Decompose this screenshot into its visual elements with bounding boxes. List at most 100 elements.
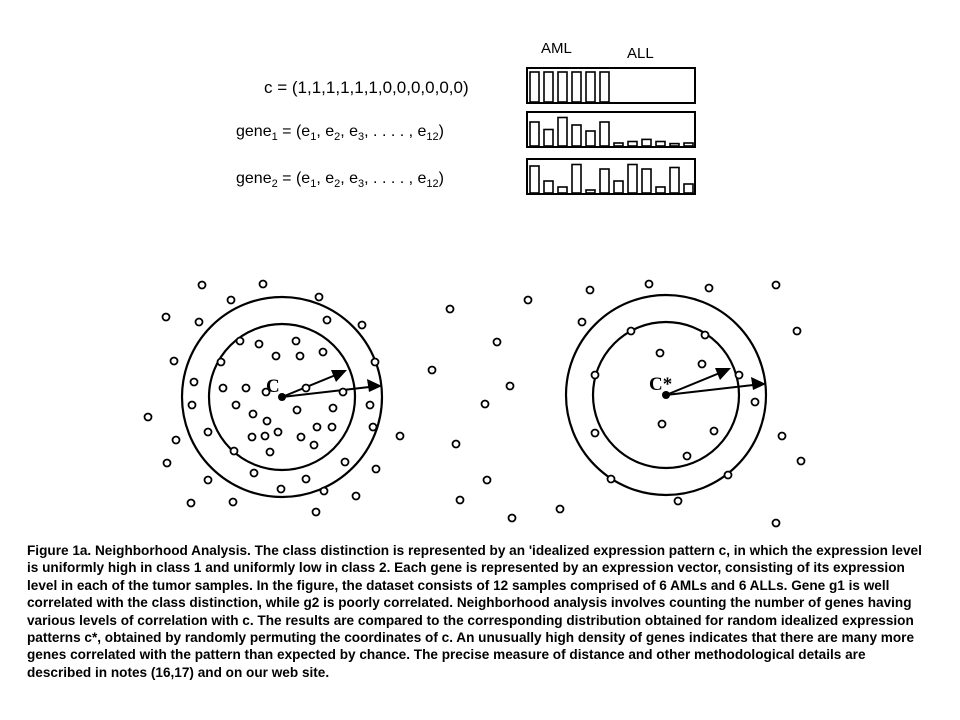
gene-point — [203, 427, 213, 437]
gene-point — [292, 405, 302, 415]
expression-bar — [669, 166, 680, 194]
gene-point — [723, 470, 733, 480]
gene-point — [261, 387, 271, 397]
gene-point — [682, 451, 692, 461]
gene-point — [319, 486, 329, 496]
expression-bar — [543, 71, 554, 103]
panel-random-pattern: C* — [564, 293, 768, 497]
gene-point — [792, 326, 802, 336]
gene-point — [171, 435, 181, 445]
gene-point — [338, 387, 348, 397]
gene-point — [657, 419, 667, 429]
expression-bar — [557, 186, 568, 194]
gene-point — [162, 458, 172, 468]
expression-bar — [543, 128, 554, 147]
neighborhood-analysis-figure: AML ALL c = (1,1,1,1,1,1,0,0,0,0,0,0) ge… — [143, 40, 806, 528]
expression-bar — [627, 140, 638, 147]
expression-bar — [599, 71, 610, 103]
expression-bar — [585, 130, 596, 147]
gene-point — [328, 403, 338, 413]
gene-point — [796, 456, 806, 466]
gene-point — [445, 304, 455, 314]
gene-point — [260, 431, 270, 441]
gene-point — [203, 475, 213, 485]
gene-point — [697, 359, 707, 369]
center-point — [278, 393, 286, 401]
gene-point — [322, 315, 332, 325]
gene-point — [301, 474, 311, 484]
gene-point — [226, 295, 236, 305]
gene-point — [482, 475, 492, 485]
outer-neighborhood-circle — [564, 293, 768, 497]
expression-bar — [683, 183, 694, 194]
gene-point — [273, 427, 283, 437]
gene-point — [777, 431, 787, 441]
gene-point — [590, 428, 600, 438]
bar-box-3 — [526, 158, 696, 195]
radius-arrow-outer — [665, 383, 763, 396]
gene-point — [368, 422, 378, 432]
figure-caption: Figure 1a. Neighborhood Analysis. The cl… — [27, 543, 922, 680]
panel-actual-pattern: C — [180, 295, 384, 499]
center-point — [662, 391, 670, 399]
gene-point — [197, 280, 207, 290]
gene-point — [161, 312, 171, 322]
radius-arrow-inner — [665, 369, 728, 396]
gene-point — [371, 464, 381, 474]
gene-point — [169, 356, 179, 366]
gene-point — [301, 383, 311, 393]
expression-bar — [599, 121, 610, 147]
expression-bar-boxes — [526, 67, 696, 195]
expression-bar — [655, 186, 666, 194]
center-label-c-star: C* — [649, 374, 672, 395]
radius-arrow-outer — [281, 385, 379, 398]
gene-point — [291, 336, 301, 346]
expression-bar — [571, 71, 582, 103]
gene-point — [311, 507, 321, 517]
gene-point — [370, 357, 380, 367]
gene-point — [271, 351, 281, 361]
expression-bar — [529, 71, 540, 103]
gene-point — [314, 292, 324, 302]
aml-label: AML — [541, 40, 572, 57]
gene-point — [247, 432, 257, 442]
gene-point — [365, 400, 375, 410]
bar-box-1 — [526, 67, 696, 104]
gene-point — [254, 339, 264, 349]
gene-point — [480, 399, 490, 409]
gene-point — [704, 283, 714, 293]
gene-point — [505, 381, 515, 391]
gene-point — [590, 370, 600, 380]
expression-bar — [599, 168, 610, 194]
gene-point — [626, 326, 636, 336]
gene-point — [734, 370, 744, 380]
gene-point — [585, 285, 595, 295]
gene-point — [265, 447, 275, 457]
gene-point — [218, 383, 228, 393]
gene-point — [276, 484, 286, 494]
inner-neighborhood-circle — [591, 320, 741, 470]
gene-point — [523, 295, 533, 305]
gene-point — [216, 357, 226, 367]
gene-point — [451, 439, 461, 449]
all-label: ALL — [627, 45, 654, 62]
gene-point — [750, 397, 760, 407]
expression-bar — [529, 165, 540, 194]
gene-point — [296, 432, 306, 442]
gene-point — [249, 468, 259, 478]
expression-bar — [571, 163, 582, 194]
gene-point — [194, 317, 204, 327]
expression-bar — [585, 189, 596, 194]
gene-point — [229, 446, 239, 456]
gene-point — [143, 412, 153, 422]
expression-bar — [613, 180, 624, 194]
gene-point — [577, 317, 587, 327]
gene-point — [673, 496, 683, 506]
gene-point — [655, 348, 665, 358]
gene-point — [309, 440, 319, 450]
expression-bar — [543, 180, 554, 194]
inner-neighborhood-circle — [207, 322, 357, 472]
expression-bar — [613, 142, 624, 147]
gene-point — [235, 336, 245, 346]
expression-bar — [529, 121, 540, 147]
